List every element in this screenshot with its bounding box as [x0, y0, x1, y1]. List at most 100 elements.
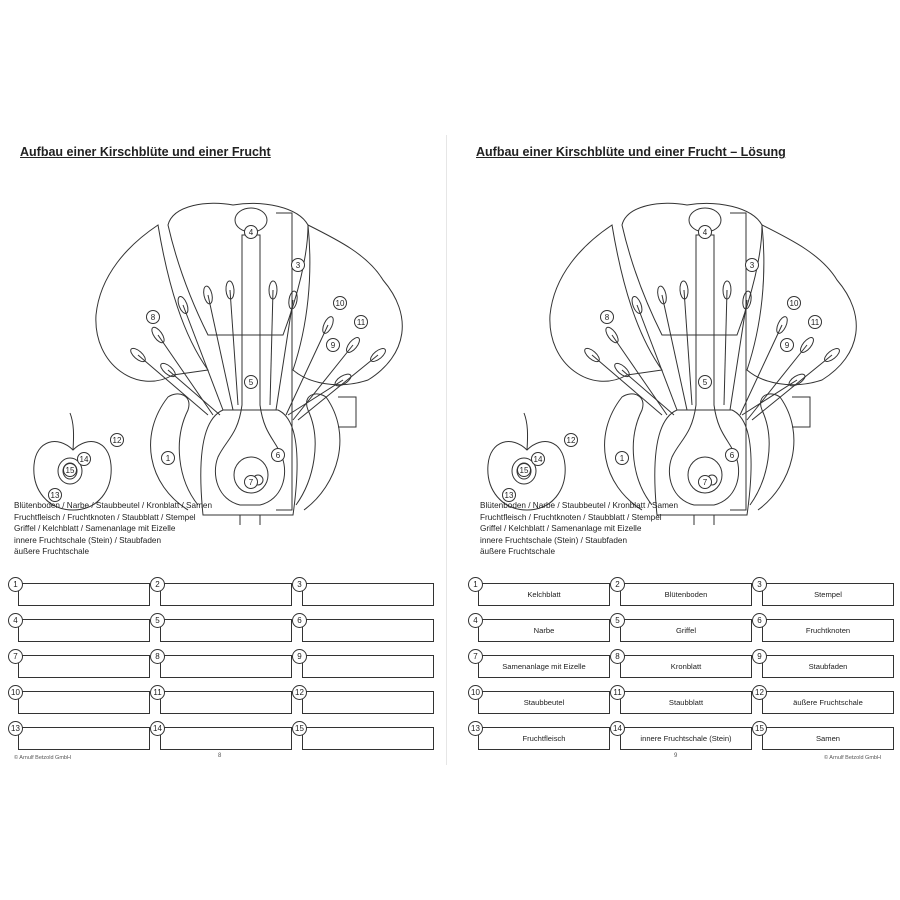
answer-box[interactable]: Samen [762, 727, 894, 750]
answer-box[interactable] [160, 691, 292, 714]
answer-box[interactable]: Staubblatt [620, 691, 752, 714]
stamen-anther [346, 337, 360, 353]
number-marker-label: 11 [357, 318, 366, 327]
answer-number-badge: 12 [292, 685, 307, 700]
number-marker-circle [780, 338, 794, 352]
answer-number-badge: 1 [8, 577, 23, 592]
number-marker: 13 [48, 488, 62, 502]
answer-box[interactable] [302, 655, 434, 678]
answer-cell: 3 [292, 577, 434, 606]
answer-box[interactable]: Staubfaden [762, 655, 894, 678]
number-marker-label: 9 [785, 341, 790, 350]
petal-outline [95, 224, 209, 382]
stamen-anther [177, 295, 189, 315]
answer-box[interactable]: Staubbeutel [478, 691, 610, 714]
number-marker: 4 [244, 225, 258, 239]
number-marker-circle [146, 310, 160, 324]
answer-box[interactable] [302, 583, 434, 606]
number-marker-circle [787, 296, 801, 310]
number-marker-circle [48, 488, 62, 502]
answer-number-badge: 11 [610, 685, 625, 700]
number-marker: 5 [244, 375, 258, 389]
answer-box[interactable] [302, 691, 434, 714]
stamen-anther [800, 337, 814, 353]
number-marker: 9 [780, 338, 794, 352]
word-list-line: Griffel / Kelchblatt / Samenanlage mit E… [480, 524, 642, 534]
answer-box[interactable] [160, 655, 292, 678]
answer-cell: innere Fruchtschale (Stein)14 [610, 721, 752, 750]
stamen-anther [776, 316, 788, 334]
answer-box[interactable]: Griffel [620, 619, 752, 642]
cherry-outline [33, 441, 112, 511]
stamen-filament [157, 334, 214, 416]
answer-box[interactable] [18, 727, 150, 750]
answer-box[interactable] [18, 691, 150, 714]
number-marker-label: 15 [66, 466, 75, 475]
word-list-line: äußere Fruchtschale [480, 547, 556, 557]
stamen-anther [334, 373, 352, 387]
number-marker-circle [110, 433, 124, 447]
answer-box[interactable] [18, 619, 150, 642]
number-marker-label: 6 [276, 451, 281, 460]
answer-number-badge: 7 [8, 649, 23, 664]
answer-box[interactable] [302, 619, 434, 642]
answer-box[interactable] [160, 727, 292, 750]
answer-number-badge: 6 [752, 613, 767, 628]
answer-box[interactable]: Stempel [762, 583, 894, 606]
number-marker-circle [531, 452, 545, 466]
number-marker-label: 14 [80, 455, 89, 464]
answer-box[interactable]: Blütenboden [620, 583, 752, 606]
page-number: 9 [674, 753, 678, 759]
answer-cell: 5 [150, 613, 292, 642]
receptacle-outline [654, 409, 752, 516]
answer-box[interactable]: Samenanlage mit Eizelle [478, 655, 610, 678]
cherry-stone [511, 457, 537, 485]
sepal-outline [749, 393, 795, 511]
answer-box[interactable]: Narbe [478, 619, 610, 642]
number-marker-label: 3 [296, 261, 301, 270]
number-marker: 11 [808, 315, 822, 329]
solution-page-right: Aufbau einer Kirschblüte und einer Fruch… [454, 135, 894, 765]
page-title: Aufbau einer Kirschblüte und einer Fruch… [20, 145, 271, 159]
page-title: Aufbau einer Kirschblüte und einer Fruch… [476, 145, 786, 159]
cherry-stem [69, 412, 75, 451]
answer-box[interactable]: Kelchblatt [478, 583, 610, 606]
answer-box[interactable]: Kronblatt [620, 655, 752, 678]
answer-box[interactable]: Fruchtknoten [762, 619, 894, 642]
answer-box[interactable] [18, 655, 150, 678]
page-number: 8 [218, 753, 222, 759]
answer-cell: 11 [150, 685, 292, 714]
answer-box[interactable]: Fruchtfleisch [478, 727, 610, 750]
number-marker-label: 8 [605, 313, 610, 322]
number-marker-label: 10 [790, 299, 799, 308]
stamen-anther [824, 348, 840, 362]
number-marker-label: 5 [249, 378, 254, 387]
answer-number-badge: 13 [468, 721, 483, 736]
stamen-anther [151, 326, 165, 344]
answer-box[interactable]: innere Fruchtschale (Stein) [620, 727, 752, 750]
answer-box[interactable] [160, 619, 292, 642]
number-marker-label: 1 [166, 454, 171, 463]
answer-box[interactable]: äußere Fruchtschale [762, 691, 894, 714]
word-list-line: Griffel / Kelchblatt / Samenanlage mit E… [14, 524, 176, 534]
number-marker: 9 [326, 338, 340, 352]
number-marker-circle [600, 310, 614, 324]
stamen-filament [297, 354, 379, 421]
petal-outline [621, 202, 763, 336]
stamen-filament [287, 379, 344, 416]
cherry-outline [487, 441, 566, 511]
number-marker: 13 [502, 488, 516, 502]
stamen-anther [370, 348, 386, 362]
pistil-bracket [730, 212, 747, 511]
number-marker-circle [808, 315, 822, 329]
copyright-footer: © Arnulf Betzold GmbH [824, 755, 881, 761]
answer-box[interactable] [18, 583, 150, 606]
answer-box[interactable] [160, 583, 292, 606]
answer-box[interactable] [302, 727, 434, 750]
number-marker-circle [725, 448, 739, 462]
answer-cell: 15 [292, 721, 434, 750]
